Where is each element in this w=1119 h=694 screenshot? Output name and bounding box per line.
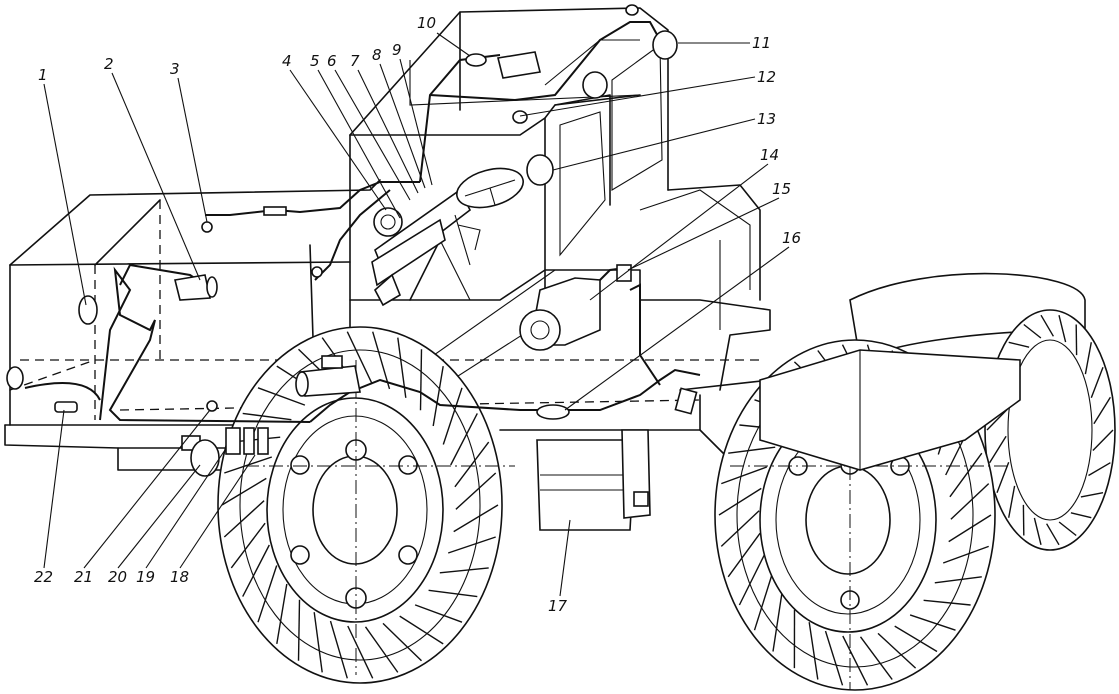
tyre-tread-lug [399,615,444,645]
callout-3: 3 [170,60,180,78]
tyre-tread-lug [1040,314,1055,337]
tyre-tread-lug [447,536,496,554]
tyre-tread-lug [948,514,992,543]
callout-14: 14 [760,146,779,164]
callout-15: 15 [772,180,791,198]
callout-9: 9 [392,41,402,59]
tyre-tread-lug [1092,429,1114,451]
tyre-tread-lug [1080,492,1104,498]
battery-box [536,429,651,531]
callout-1: 1 [38,66,48,84]
tyre-tread-lug [1070,512,1092,519]
tyre-tread-lug [453,504,499,533]
tyre-tread-lug [432,365,444,427]
callout-16: 16 [782,229,801,247]
tyre-tread-lug [1084,342,1092,375]
tyre-tread-lug [428,589,478,598]
tyre-tread-lug [242,412,292,421]
callout-13: 13 [757,110,776,128]
tyre-tread-lug [824,630,844,686]
rear-wheel-front [714,339,1021,691]
tyre-tread-lug [996,462,1010,493]
tyre-tread-lug [859,636,893,680]
tyre-tread-lug [450,413,478,466]
tyre-tread-lug [223,500,265,538]
tyre-tread-lug [346,331,373,385]
tyre-tread-lug [454,441,490,488]
callout-7: 7 [350,52,360,70]
tyre-tread-lug [442,387,463,445]
tyre-tread-lug [721,466,768,485]
tyre-tread-lug [1058,521,1077,537]
tyre-tread-lug [1045,523,1060,546]
tyre-tread-lug [909,614,956,631]
callout-12: 12 [757,68,776,86]
callout-22: 22 [34,568,53,586]
callouts: 1 2 3 4 5 6 7 8 9 10 11 12 13 14 15 16 1… [34,14,801,615]
tyre-tread-lug [414,604,463,623]
tyre-tread-lug [894,625,938,653]
tyre-tread-lug [877,632,917,669]
tyre-tread-lug [242,544,270,597]
tyre-tread-lug [1090,367,1104,398]
tyre-tread-lug [934,576,982,584]
tyre-tread-lug [455,472,497,510]
callout-17: 17 [548,597,568,615]
callout-6: 6 [327,52,337,70]
callout-5: 5 [310,52,320,70]
tyre-tread-lug [257,565,278,623]
tyre-tread-lug [1008,341,1030,348]
callout-21: 21 [74,568,93,586]
tyre-tread-lug [738,554,765,606]
tyre-tread-lug [297,599,301,661]
tyre-tread-lug [753,575,773,631]
rear-wheel-back [849,272,1116,551]
tyre-tread-lug [986,409,1008,431]
tyre-tread-lug [728,446,776,454]
tyre-tread-lug [1088,462,1111,477]
tyre-tread-lug [364,626,399,673]
callout-2: 2 [104,55,114,73]
tyre-tread-lug [727,532,761,578]
tyre-tread-lug [949,452,983,498]
tyre-tread-lug [419,349,423,411]
callout-19: 19 [136,568,155,586]
tyre-tread-lug [942,545,989,564]
tyre-tread-lug [1008,485,1016,518]
tyre-tread-lug [347,625,374,679]
tyre-tread-lug [718,487,762,516]
tyre-tread-lug [439,567,489,574]
callout-11: 11 [752,34,771,52]
tyre-tread-lug [276,583,288,645]
tyre-tread-lug [230,522,266,569]
tyre-tread-lug [808,622,819,680]
tyre-tread-lug [1058,315,1067,343]
callout-18: 18 [170,568,189,586]
tyre-tread-lug [257,387,306,406]
front-wheel [217,326,515,684]
callout-8: 8 [372,46,382,64]
tyre-tread-lug [313,612,323,673]
callout-10: 10 [417,14,436,32]
tyre-tread-lug [1023,323,1042,339]
components [6,4,698,477]
tyre-tread-lug [221,477,267,506]
tyre-tread-lug [382,622,422,662]
tyre-tread-lug [329,620,348,679]
tyre-tread-lug [842,635,869,686]
tyre-tread-lug [372,331,391,390]
tyre-tread-lug [1033,517,1042,545]
tyre-tread-lug [989,435,1007,464]
tyre-tread-lug [772,593,783,652]
callout-20: 20 [108,568,127,586]
tyre-tread-lug [950,483,990,520]
tyre-tread-lug [720,510,760,547]
tyre-tread-lug [923,599,971,606]
callout-4: 4 [282,52,292,70]
tyre-tread-lug [1093,396,1111,425]
